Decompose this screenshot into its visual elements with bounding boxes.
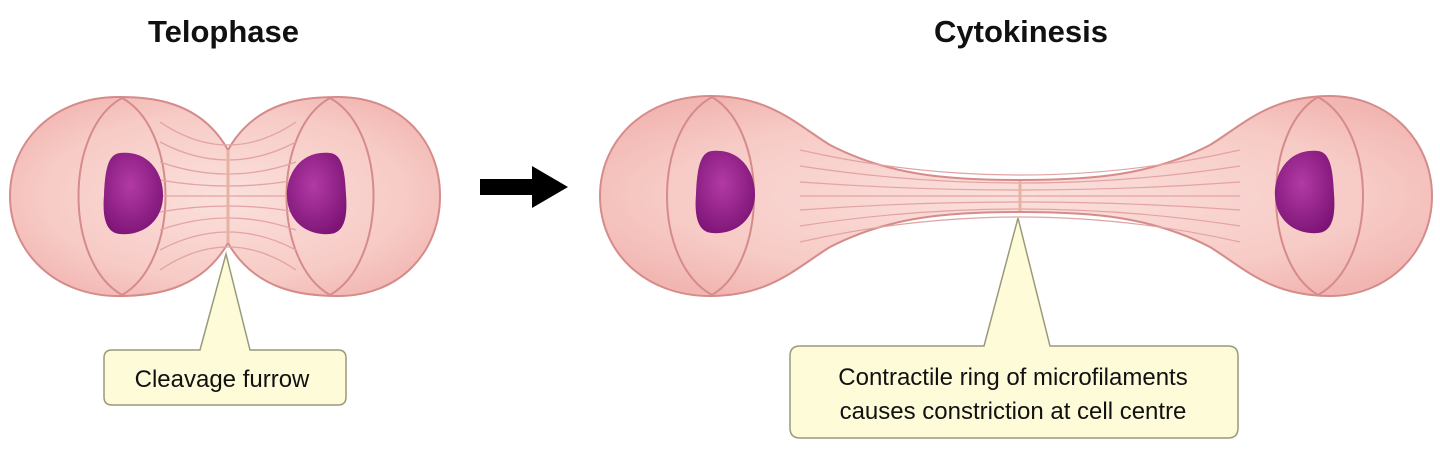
cytokinesis-callout-line-2: causes constriction at cell centre xyxy=(840,398,1187,425)
telophase-callout: Cleavage furrow xyxy=(103,251,347,406)
cytokinesis-left-nucleus xyxy=(695,150,756,234)
telophase-right-outer-arc xyxy=(329,97,375,296)
cytokinesis-cell xyxy=(598,94,1434,298)
telophase-title: Telophase xyxy=(148,14,300,49)
cytokinesis-right-outer-arc xyxy=(1317,96,1364,296)
cytokinesis-callout-line-1: Contractile ring of microfilaments xyxy=(838,364,1187,391)
telophase-callout-text: Cleavage furrow xyxy=(135,366,310,393)
cytokinesis-callout: Contractile ring of microfilaments cause… xyxy=(789,217,1239,439)
telophase-right-nucleus xyxy=(286,152,347,235)
cytokinesis-title: Cytokinesis xyxy=(934,14,1109,49)
progression-arrow xyxy=(480,166,568,208)
telophase-cell xyxy=(8,95,442,298)
telophase-left-outer-arc xyxy=(77,97,123,296)
cytokinesis-left-outer-arc xyxy=(666,96,713,296)
cytokinesis-right-nucleus xyxy=(1274,150,1335,234)
telophase-left-nucleus xyxy=(103,152,164,235)
